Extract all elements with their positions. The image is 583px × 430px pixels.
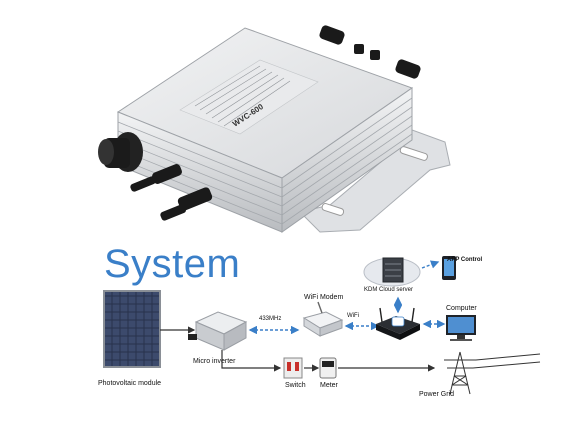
meter-label: Meter [320,382,338,389]
switch-label: Switch [285,382,306,389]
micro-inverter-photo [98,25,451,233]
wifi-modem-label: WiFi Modem [304,294,344,301]
power-grid-label: Power Grid [419,391,455,398]
computer-label: Computer [446,305,477,312]
meter-graphic [319,357,337,379]
power-grid-graphic [444,351,541,395]
app-control-label: APP Control [447,257,483,263]
micro-inverter-label: Micro inverter [193,358,236,365]
diagram-title: System [104,242,241,286]
pv-module-graphic [103,290,161,368]
phone-graphic [442,256,456,280]
pv-module-label: Photovoltaic module [98,380,162,387]
micro-inverter-graphic [188,311,248,351]
router-graphic [376,307,420,340]
inverter-to-switch-arrow [221,350,282,372]
switch-graphic [283,357,303,379]
wifi-link-label: WiFi [347,313,359,319]
cloud-server-label: KDM Cloud server [364,287,414,293]
rf-link-label: 433MHz [259,316,282,322]
computer-graphic [446,315,476,341]
cloud-server-graphic [363,257,421,287]
cloud-app-link [421,260,440,269]
wifi-modem-graphic [302,301,344,337]
